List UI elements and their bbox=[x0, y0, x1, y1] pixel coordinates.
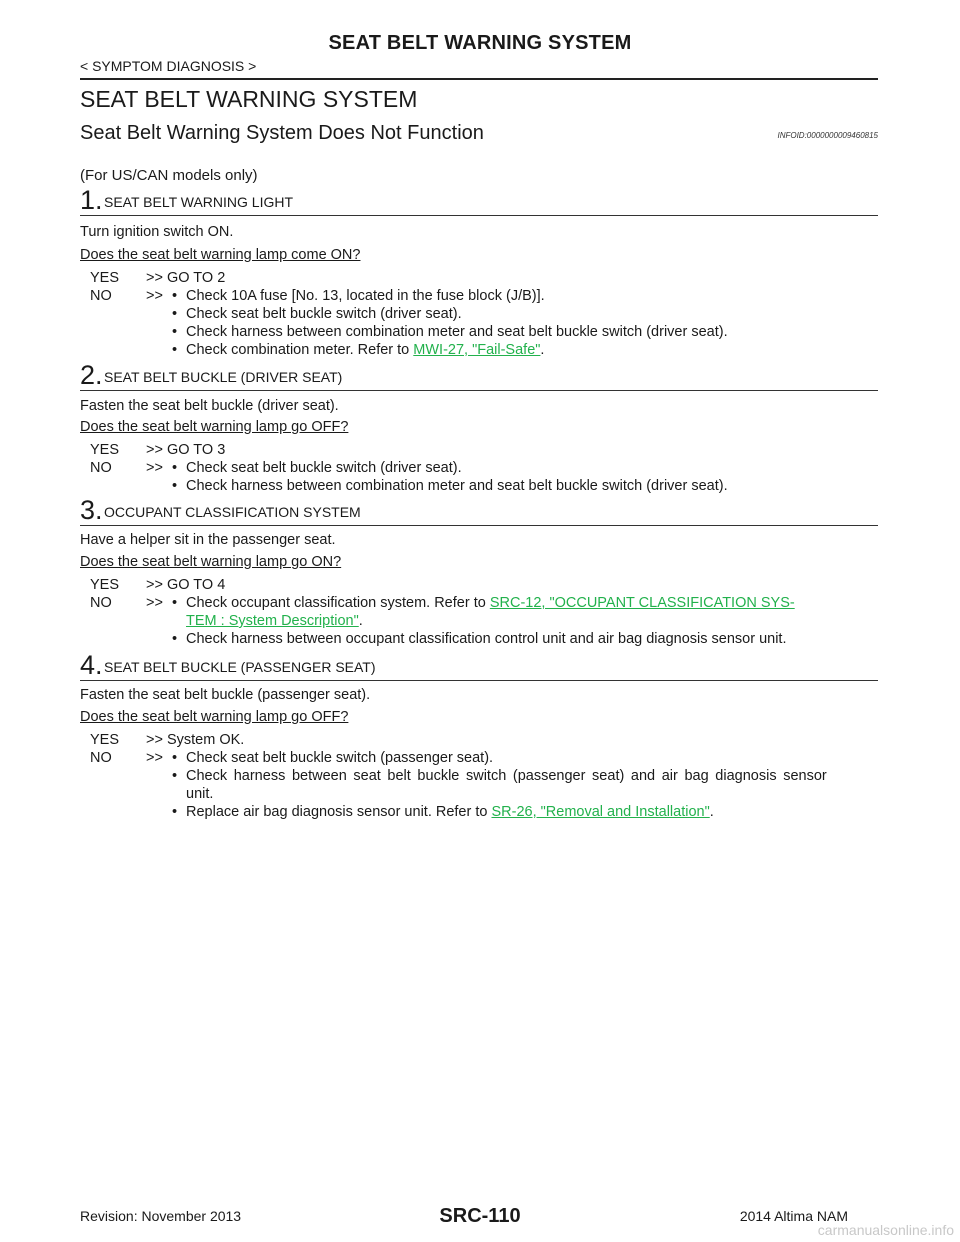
bullet: • bbox=[172, 478, 178, 494]
bullet: • bbox=[172, 460, 178, 476]
step-1-no-item: Check seat belt buckle switch (driver se… bbox=[186, 306, 462, 322]
step-number: 4. bbox=[80, 650, 103, 680]
info-id: INFOID:0000000009460815 bbox=[777, 131, 878, 140]
footer-model: 2014 Altima NAM bbox=[739, 1208, 848, 1224]
step-title: SEAT BELT BUCKLE (PASSENGER SEAT) bbox=[104, 659, 376, 675]
step-2-no-label: NO bbox=[90, 460, 112, 476]
step-1-no-item: Check harness between combination meter … bbox=[186, 324, 728, 340]
bullet: • bbox=[172, 324, 178, 340]
step-1-question: Does the seat belt warning lamp come ON? bbox=[80, 247, 361, 263]
step-2-no-item: Check seat belt buckle switch (driver se… bbox=[186, 460, 462, 476]
step-2-no-arrow: >> bbox=[146, 460, 163, 476]
step-2-yes-action: >> GO TO 3 bbox=[146, 442, 226, 458]
step-title: OCCUPANT CLASSIFICATION SYSTEM bbox=[104, 504, 361, 520]
step-3-no-item: Check occupant classification system. Re… bbox=[186, 595, 795, 611]
step-3-header: 3. OCCUPANT CLASSIFICATION SYSTEM bbox=[80, 497, 878, 526]
step-3-no-item: Check harness between occupant classific… bbox=[186, 631, 787, 647]
step-3-yes-action: >> GO TO 4 bbox=[146, 577, 226, 593]
breadcrumb: < SYMPTOM DIAGNOSIS > bbox=[80, 58, 257, 74]
step-3-instruction: Have a helper sit in the passenger seat. bbox=[80, 532, 336, 548]
step-1-yes-label: YES bbox=[90, 270, 120, 286]
step-1-no-item: Check 10A fuse [No. 13, located in the f… bbox=[186, 288, 545, 304]
step-1-no-label: NO bbox=[90, 288, 112, 304]
step-2-no-item: Check harness between combination meter … bbox=[186, 478, 728, 494]
page-header-title: SEAT BELT WARNING SYSTEM bbox=[328, 32, 632, 54]
step-4-no-item: Check harness between seat belt buckle s… bbox=[186, 768, 827, 784]
link-sr-26[interactable]: SR-26, "Removal and Installation" bbox=[491, 804, 710, 820]
step-4-no-item-cont: unit. bbox=[186, 786, 214, 802]
model-note: (For US/CAN models only) bbox=[80, 167, 258, 184]
step-2-header: 2. SEAT BELT BUCKLE (DRIVER SEAT) bbox=[80, 362, 878, 391]
step-4-yes-action: >> System OK. bbox=[146, 732, 245, 748]
bullet: • bbox=[172, 288, 178, 304]
link-src-12-cont[interactable]: TEM : System Description" bbox=[186, 613, 359, 629]
footer-revision: Revision: November 2013 bbox=[80, 1208, 242, 1224]
step-1-no-item: Check combination meter. Refer to MWI-27… bbox=[186, 342, 545, 358]
step-2-instruction: Fasten the seat belt buckle (driver seat… bbox=[80, 398, 339, 414]
step-4-instruction: Fasten the seat belt buckle (passenger s… bbox=[80, 687, 371, 703]
link-src-12[interactable]: SRC-12, "OCCUPANT CLASSIFICATION SYS- bbox=[489, 595, 795, 611]
step-3-yes-label: YES bbox=[90, 577, 120, 593]
step-1-no-arrow: >> bbox=[146, 288, 163, 304]
bullet: • bbox=[172, 804, 178, 820]
section-subtitle: Seat Belt Warning System Does Not Functi… bbox=[80, 122, 484, 144]
step-1-header: 1. SEAT BELT WARNING LIGHT bbox=[80, 187, 878, 216]
step-4-header: 4. SEAT BELT BUCKLE (PASSENGER SEAT) bbox=[80, 652, 878, 681]
step-1-yes-action: >> GO TO 2 bbox=[146, 270, 226, 286]
bullet: • bbox=[172, 750, 178, 766]
link-mwi-27[interactable]: MWI-27, "Fail-Safe" bbox=[413, 342, 541, 358]
bullet: • bbox=[172, 342, 178, 358]
step-title: SEAT BELT BUCKLE (DRIVER SEAT) bbox=[104, 369, 343, 385]
step-title: SEAT BELT WARNING LIGHT bbox=[104, 194, 294, 210]
step-4-no-item: Replace air bag diagnosis sensor unit. R… bbox=[186, 804, 714, 820]
step-3-no-item-cont: TEM : System Description". bbox=[186, 613, 363, 629]
step-1-instruction: Turn ignition switch ON. bbox=[80, 224, 234, 240]
step-2-question: Does the seat belt warning lamp go OFF? bbox=[80, 419, 349, 435]
bullet: • bbox=[172, 631, 178, 647]
bullet: • bbox=[172, 306, 178, 322]
footer-page-number: SRC-110 bbox=[439, 1205, 521, 1227]
bullet: • bbox=[172, 595, 178, 611]
step-number: 3. bbox=[80, 495, 103, 525]
step-3-no-arrow: >> bbox=[146, 595, 163, 611]
step-4-question: Does the seat belt warning lamp go OFF? bbox=[80, 709, 349, 725]
step-3-no-label: NO bbox=[90, 595, 112, 611]
step-4-no-label: NO bbox=[90, 750, 112, 766]
header-divider bbox=[80, 78, 878, 80]
step-number: 2. bbox=[80, 360, 103, 390]
section-title: SEAT BELT WARNING SYSTEM bbox=[80, 86, 418, 112]
step-4-yes-label: YES bbox=[90, 732, 120, 748]
step-4-no-arrow: >> bbox=[146, 750, 163, 766]
watermark: carmanualsonline.info bbox=[817, 1222, 954, 1238]
step-2-yes-label: YES bbox=[90, 442, 120, 458]
step-3-question: Does the seat belt warning lamp go ON? bbox=[80, 554, 342, 570]
step-4-no-item: Check seat belt buckle switch (passenger… bbox=[186, 750, 494, 766]
bullet: • bbox=[172, 768, 178, 784]
step-number: 1. bbox=[80, 185, 103, 215]
